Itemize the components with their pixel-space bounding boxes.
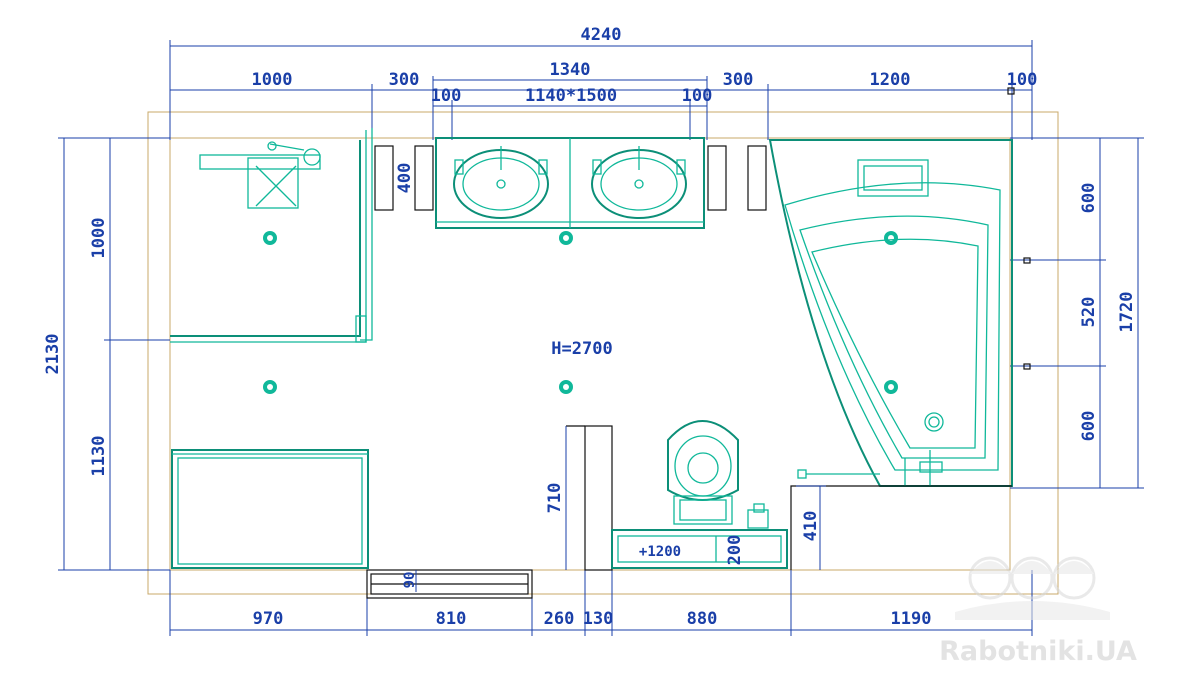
- double-vanity: [435, 137, 705, 229]
- dim-right-bottom: 600: [1079, 411, 1099, 442]
- laundry-cabinet: [171, 449, 369, 569]
- dim-top-end: 100: [1007, 70, 1038, 90]
- dim-partition-height: 710: [545, 483, 565, 514]
- spotlight-icon: [263, 231, 277, 245]
- spotlight-icon: [263, 380, 277, 394]
- bath-drain-icon: [924, 412, 944, 432]
- shower-drain-grate: [247, 157, 299, 209]
- left-sink-icon: [453, 146, 549, 219]
- dim-bottom-cabinet: 970: [253, 609, 284, 629]
- spotlight-icon: [884, 380, 898, 394]
- shower-shelf: [199, 154, 321, 170]
- spotlight-icon: [559, 380, 573, 394]
- dim-left-upper: 1000: [89, 218, 109, 259]
- dim-overall-width: 4240: [581, 25, 622, 45]
- dim-top-gap-right: 300: [723, 70, 754, 90]
- dim-top-bath: 1200: [870, 70, 911, 90]
- dim-top-vanity: 1340: [550, 60, 591, 80]
- dim-top-shower: 1000: [252, 70, 293, 90]
- dim-cabinet-depth: 200: [725, 535, 745, 566]
- dim-bottom-toilet: 880: [687, 609, 718, 629]
- dim-right-top: 600: [1079, 183, 1099, 214]
- entrance-door: [366, 569, 533, 599]
- ceiling-lights: [263, 231, 898, 394]
- corner-bathtub: [768, 139, 1013, 487]
- watermark-text: Rabotniki.UA: [939, 636, 1137, 667]
- right-sink-icon: [591, 146, 687, 219]
- ceiling-height-label: H=2700: [551, 339, 612, 359]
- wall-cabinets: [374, 145, 767, 211]
- wall-markers: [1007, 87, 1031, 370]
- toilet-partition: [565, 425, 1012, 571]
- cabinet-height-label: +1200: [639, 544, 681, 560]
- dim-top-gap-left: 300: [389, 70, 420, 90]
- dim-left-lower: 1130: [89, 436, 109, 477]
- dim-vanity-right: 100: [682, 86, 713, 106]
- dim-door-gap: 90: [402, 572, 418, 589]
- toilet-icon: [667, 420, 739, 525]
- dim-bottom-partition: 130: [583, 609, 614, 629]
- installation-cabinet: [611, 503, 788, 569]
- left-dimension-lines: [58, 137, 170, 571]
- dim-toilet-offset: 410: [801, 511, 821, 542]
- dim-right-middle: 520: [1079, 297, 1099, 328]
- spotlight-icon: [559, 231, 573, 245]
- shower-enclosure: [170, 128, 373, 343]
- dim-vanity-left: 100: [431, 86, 462, 106]
- dim-bottom-right: 1190: [891, 609, 932, 629]
- workers-helmets-icon: [955, 556, 1110, 620]
- dim-bottom-gap: 260: [544, 609, 575, 629]
- spotlight-icon: [884, 231, 898, 245]
- top-dimension-lines: [169, 40, 1033, 140]
- bath-headrest: [857, 159, 929, 197]
- right-dimension-lines: [1010, 137, 1144, 489]
- dim-bottom-door: 810: [436, 609, 467, 629]
- shower-head-icon: [267, 141, 321, 166]
- dim-mirror-depth: 400: [395, 163, 415, 194]
- dim-vanity-size: 1140*1500: [525, 86, 617, 106]
- dim-right-total: 1720: [1117, 292, 1137, 333]
- dim-left-total: 2130: [43, 334, 63, 375]
